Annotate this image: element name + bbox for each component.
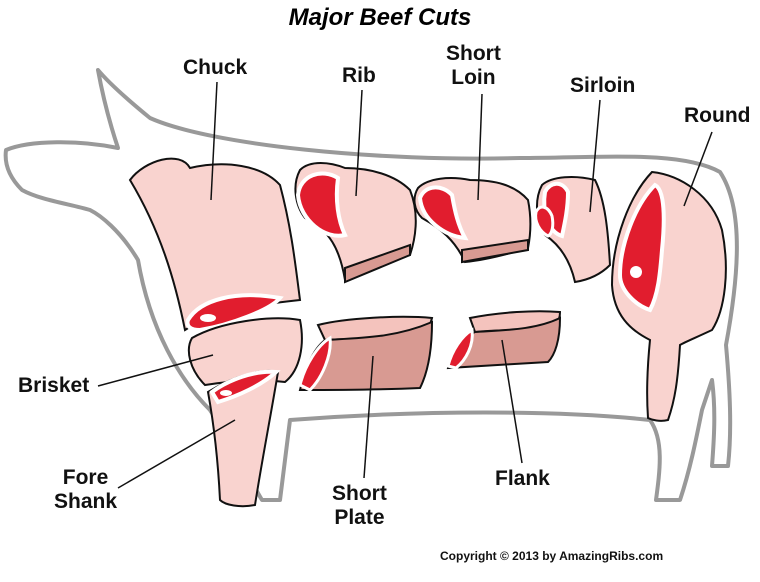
label-chuck: Chuck xyxy=(183,56,248,79)
leader-chuck xyxy=(210,81,218,201)
label-short-plate: Short Plate xyxy=(332,482,387,530)
copyright-text: Copyright © 2013 by AmazingRibs.com xyxy=(440,549,664,563)
sirloin-meat-small xyxy=(534,205,555,238)
round-meat xyxy=(617,182,666,313)
label-round: Round xyxy=(684,104,751,127)
leader-rib xyxy=(355,89,363,197)
diagram-title: Major Beef Cuts xyxy=(288,4,472,31)
label-brisket: Brisket xyxy=(18,374,90,397)
rib-meat xyxy=(295,171,348,238)
rib-side xyxy=(344,243,411,284)
label-fore-shank: Fore Shank xyxy=(54,466,117,514)
label-short-loin-line1: Short xyxy=(446,42,501,65)
label-short-loin: Short Loin xyxy=(446,42,501,90)
brisket-cut xyxy=(187,317,303,387)
leader-sirloin xyxy=(589,99,601,213)
leader-flank xyxy=(501,339,523,464)
label-short-loin-line2: Loin xyxy=(451,66,496,89)
label-flank: Flank xyxy=(495,467,550,490)
fore-shank-fat-eye xyxy=(220,390,232,396)
leader-round xyxy=(683,131,713,207)
round-bone xyxy=(630,266,642,278)
label-short-plate-line2: Plate xyxy=(334,506,385,529)
leader-brisket xyxy=(97,354,214,387)
leader-fore-shank xyxy=(117,419,236,489)
leader-lines xyxy=(97,81,713,489)
leader-short-plate xyxy=(363,355,374,479)
chuck-fat-eye xyxy=(200,314,216,322)
label-rib: Rib xyxy=(342,64,376,87)
label-sirloin: Sirloin xyxy=(570,74,636,97)
flank-meat xyxy=(446,327,474,370)
chuck-cut xyxy=(128,157,302,332)
label-short-plate-line1: Short xyxy=(332,482,387,505)
short-loin-side xyxy=(461,238,529,264)
short-loin-meat xyxy=(417,185,469,241)
leader-short-loin xyxy=(477,93,483,201)
label-fore-shank-line1: Fore xyxy=(62,466,109,489)
cow-outline xyxy=(3,68,739,502)
short-plate-meat xyxy=(298,335,332,392)
label-fore-shank-line2: Shank xyxy=(54,490,118,513)
